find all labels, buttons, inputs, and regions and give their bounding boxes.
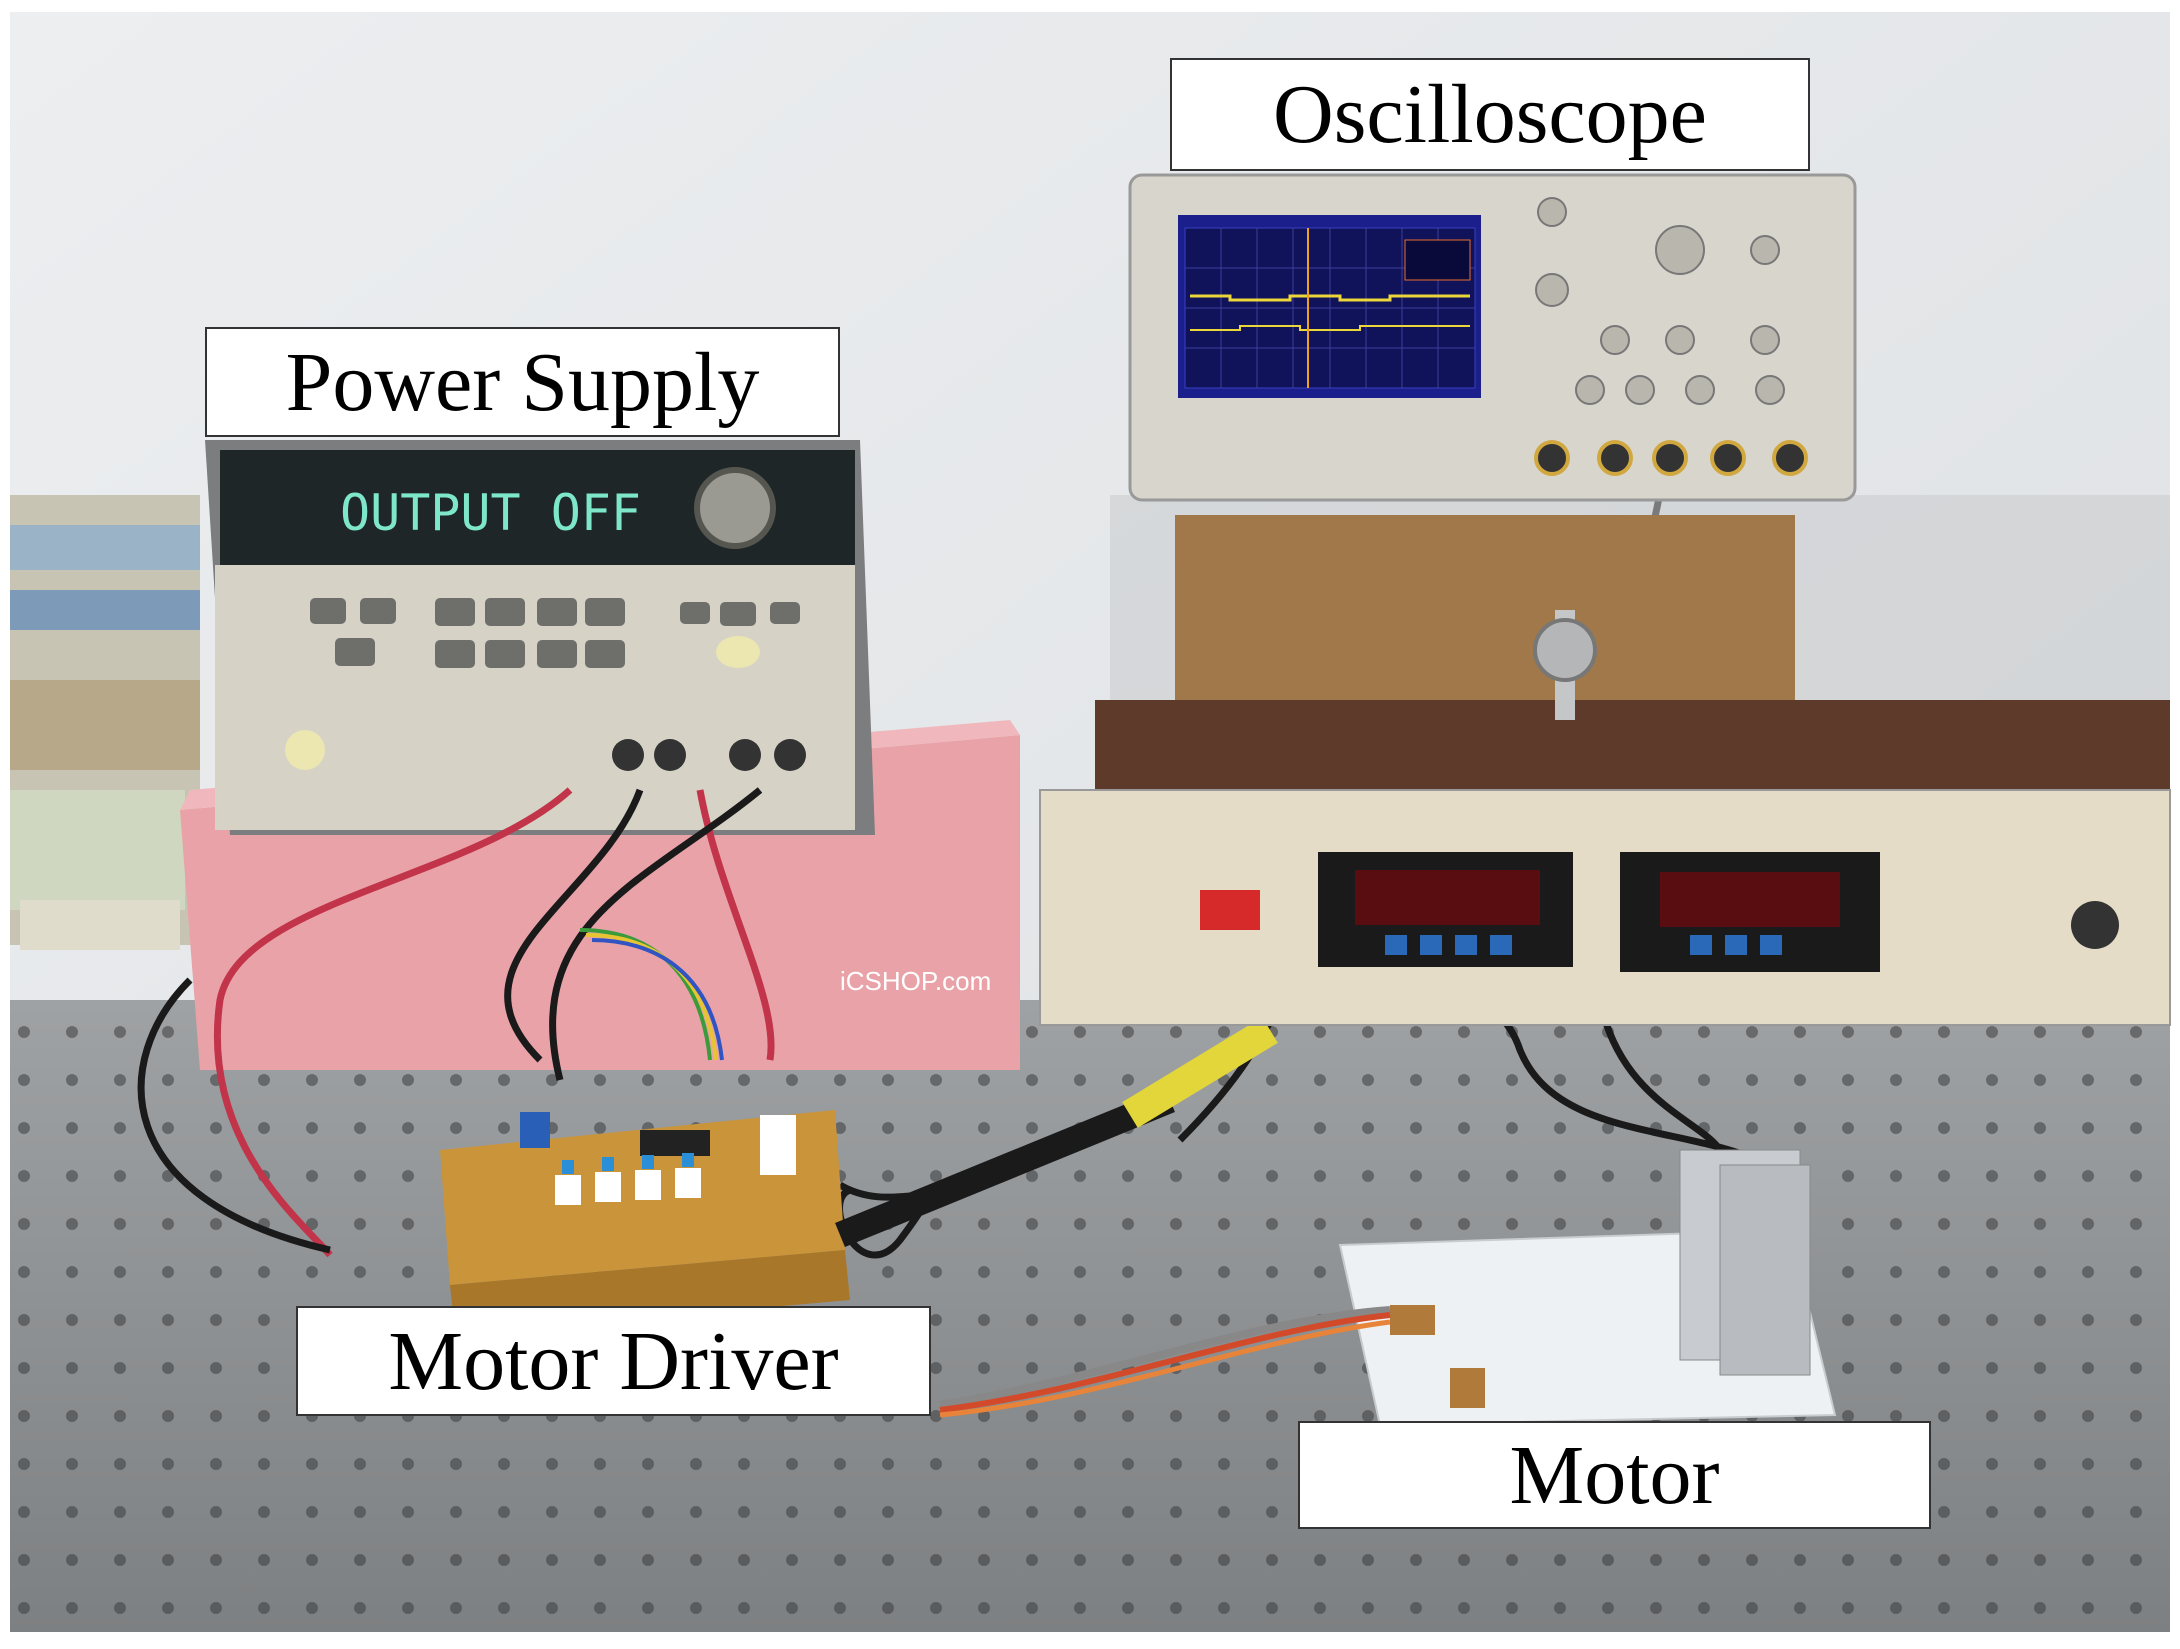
ribbon-cable xyxy=(579,928,724,1061)
svg-text:iCSHOP.com: iCSHOP.com xyxy=(840,966,991,996)
scope-probe xyxy=(835,1017,1278,1248)
motor-plate xyxy=(939,1149,1837,1427)
oscilloscope-device xyxy=(1128,173,1857,502)
motor-controller-bench xyxy=(1039,495,2171,1026)
motor-driver-label: Motor Driver xyxy=(296,1306,931,1416)
oscilloscope-label: Oscilloscope xyxy=(1170,58,1810,171)
power-supply: OUTPUT OFF xyxy=(205,440,875,835)
power-supply-display-text: OUTPUT OFF xyxy=(340,484,641,542)
power-supply-label: Power Supply xyxy=(205,327,840,437)
motor-label: Motor xyxy=(1298,1421,1931,1529)
left-shelf xyxy=(10,495,200,950)
